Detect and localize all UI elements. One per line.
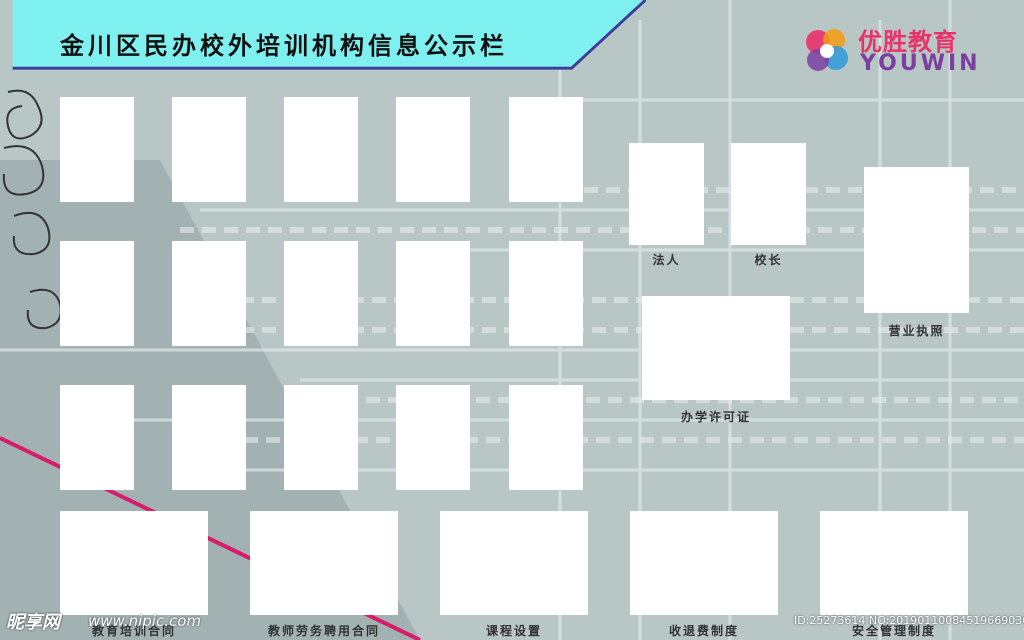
school-permit-frame: [642, 296, 790, 400]
logo-chinese-name: 优胜教育: [858, 28, 958, 56]
logo-english-name: YOUWIN: [860, 51, 981, 76]
teacher-contract-label: 教师劳务聘用合同: [267, 624, 380, 638]
brand-logo: 优胜教育 YOUWIN: [800, 22, 990, 78]
watermark-site-name: 昵享网: [6, 612, 60, 633]
photo-slot-r3c5: [509, 385, 583, 490]
business-license-label: 营业执照: [888, 324, 945, 338]
training-contract-label: 教育培训合同: [91, 624, 176, 638]
photo-slot-r2c2: [172, 241, 246, 346]
principal-label: 校长: [754, 253, 783, 267]
page-title: 金川区民办校外培训机构信息公示栏: [60, 32, 508, 60]
principal-photo: [731, 143, 806, 245]
photo-slot-r2c5: [509, 241, 583, 346]
decorative-swirl-icon: [2, 89, 62, 330]
photo-slot-r1c2: [172, 97, 246, 202]
curriculum-label: 课程设置: [485, 624, 542, 638]
photo-slot-r1c1: [60, 97, 134, 202]
photo-slot-r1c5: [509, 97, 583, 202]
training-contract-frame: [60, 511, 208, 615]
safety-policy-frame: [820, 511, 968, 615]
watermark-url: www.nipic.com: [88, 612, 202, 630]
photo-slot-r3c1: [60, 385, 134, 490]
legal-person-label: 法人: [652, 253, 681, 267]
legal-person-photo: [629, 143, 704, 245]
refund-policy-label: 收退费制度: [668, 624, 739, 638]
photo-slot-r2c4: [396, 241, 470, 346]
watermark-id: ID:25273614 NO:20190110084519669036: [794, 614, 1024, 627]
photo-slot-r2c3: [284, 241, 358, 346]
curriculum-frame: [440, 511, 588, 615]
photo-slot-r3c2: [172, 385, 246, 490]
school-permit-label: 办学许可证: [680, 410, 751, 424]
refund-policy-frame: [630, 511, 778, 615]
photo-slot-r1c3: [284, 97, 358, 202]
safety-policy-label: 安全管理制度: [851, 624, 936, 638]
business-license-frame: [864, 167, 969, 313]
title-banner: [12, 0, 647, 70]
photo-slot-r1c4: [396, 97, 470, 202]
flower-logo-icon: [806, 29, 848, 71]
teacher-contract-frame: [250, 511, 398, 615]
photo-slot-r3c4: [396, 385, 470, 490]
photo-slot-r3c3: [284, 385, 358, 490]
photo-slot-r2c1: [60, 241, 134, 346]
